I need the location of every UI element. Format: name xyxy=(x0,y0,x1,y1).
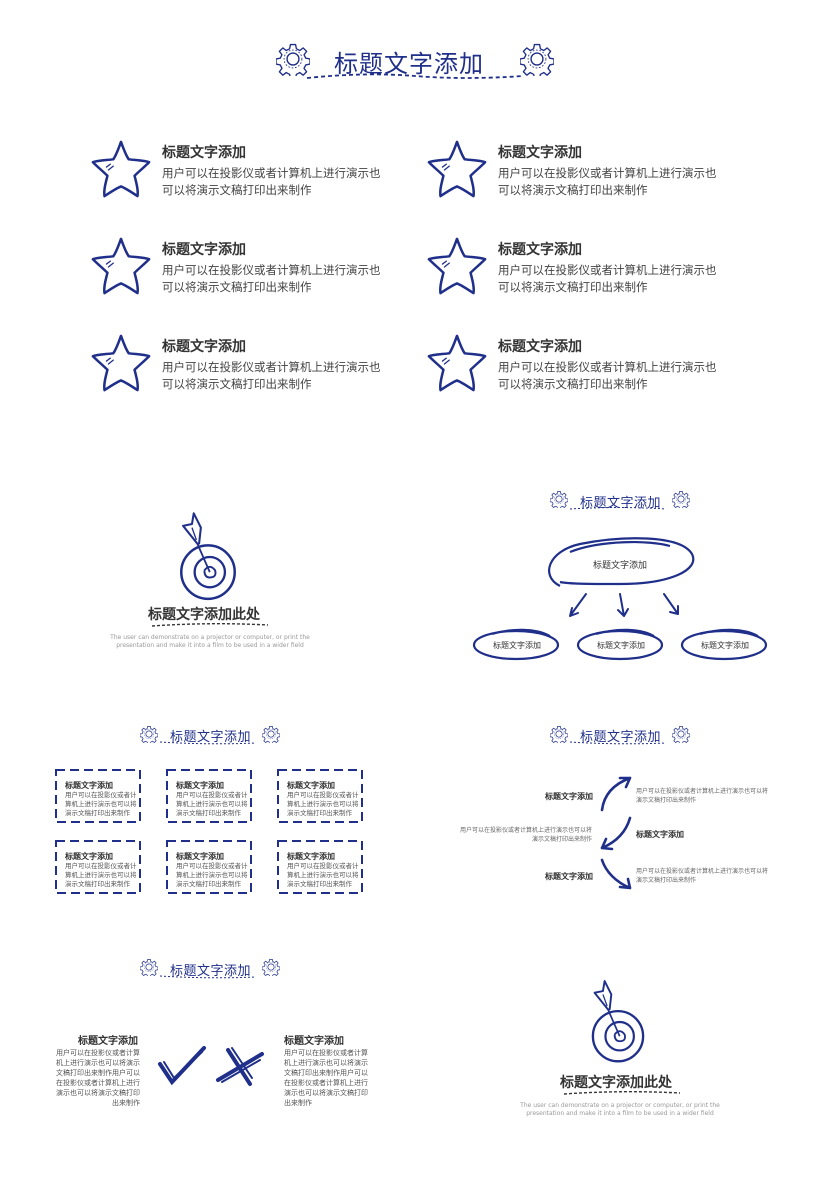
gear-icon xyxy=(520,42,554,76)
star-icon xyxy=(90,332,152,394)
section-title: 标题文字添加 xyxy=(580,496,662,511)
star-icon xyxy=(90,235,152,297)
target-icon xyxy=(172,508,244,606)
text-box: 标题文字添加 用户可以在投影仪或者计算机上进行演示也可以将演示文稿打印出来制作 xyxy=(277,839,363,895)
item-title: 标题文字添加 xyxy=(498,145,582,161)
gear-icon xyxy=(550,725,568,743)
star-icon xyxy=(426,138,488,200)
text-box: 标题文字添加 用户可以在投影仪或者计算机上进行演示也可以将演示文稿打印出来制作 xyxy=(277,768,363,824)
block-caption: The user can demonstrate on a projector … xyxy=(520,1102,720,1117)
check-icon xyxy=(158,1046,206,1086)
row-desc: 用户可以在投影仪或者计算机上进行演示也可以将演示文稿打印出来制作 xyxy=(460,827,593,843)
star-icon xyxy=(426,332,488,394)
row-title: 标题文字添加 xyxy=(545,792,593,801)
left-desc: 用户可以在投影仪或者计算机上进行演示也可以将演示文稿打印出来制作用户可以在投影仪… xyxy=(56,1049,140,1107)
dashed-underline xyxy=(306,73,524,79)
item-desc: 用户可以在投影仪或者计算机上进行演示也 xyxy=(162,166,381,180)
box-title: 标题文字添加 xyxy=(287,781,335,790)
dashed-underline xyxy=(569,507,667,510)
gear-icon xyxy=(550,490,568,508)
box-desc: 用户可以在投影仪或者计算机上进行演示也可以将演示文稿打印出来制作 xyxy=(287,862,359,888)
box-title: 标题文字添加 xyxy=(65,781,113,790)
item-desc: 用户可以在投影仪或者计算机上进行演示也 xyxy=(162,263,381,277)
root-label: 标题文字添加 xyxy=(592,561,647,571)
section-title: 标题文字添加 xyxy=(170,964,252,979)
row-desc: 用户可以在投影仪或者计算机上进行演示也可以将演示文稿打印出来制作 xyxy=(636,788,769,804)
item-desc: 可以将演示文稿打印出来制作 xyxy=(162,280,312,294)
child-label: 标题文字添加 xyxy=(597,641,645,650)
item-title: 标题文字添加 xyxy=(162,145,246,161)
item-desc: 可以将演示文稿打印出来制作 xyxy=(162,377,312,391)
target-icon xyxy=(584,976,652,1068)
gear-icon xyxy=(140,725,158,743)
row-desc: 用户可以在投影仪或者计算机上进行演示也可以将演示文稿打印出来制作 xyxy=(636,868,769,884)
dashed-underline xyxy=(563,1091,681,1095)
block-caption: The user can demonstrate on a projector … xyxy=(110,634,310,649)
gear-icon xyxy=(672,490,690,508)
right-desc: 用户可以在投影仪或者计算机上进行演示也可以将演示文稿打印出来制作用户可以在投影仪… xyxy=(284,1049,368,1107)
star-item: 标题文字添加 用户可以在投影仪或者计算机上进行演示也 可以将演示文稿打印出来制作 xyxy=(90,138,410,208)
item-title: 标题文字添加 xyxy=(498,242,582,258)
item-desc: 用户可以在投影仪或者计算机上进行演示也 xyxy=(162,360,381,374)
box-desc: 用户可以在投影仪或者计算机上进行演示也可以将演示文稿打印出来制作 xyxy=(65,791,137,817)
item-desc: 可以将演示文稿打印出来制作 xyxy=(162,183,312,197)
star-icon xyxy=(426,235,488,297)
star-item: 标题文字添加 用户可以在投影仪或者计算机上进行演示也 可以将演示文稿打印出来制作 xyxy=(426,235,746,305)
dashed-underline xyxy=(159,741,257,745)
dashed-underline xyxy=(569,741,667,745)
left-title: 标题文字添加 xyxy=(78,1036,138,1047)
row-title: 标题文字添加 xyxy=(545,872,593,881)
page-title: 标题文字添加 xyxy=(334,50,484,78)
star-item: 标题文字添加 用户可以在投影仪或者计算机上进行演示也 可以将演示文稿打印出来制作 xyxy=(90,235,410,305)
child-label: 标题文字添加 xyxy=(493,641,541,650)
star-item: 标题文字添加 用户可以在投影仪或者计算机上进行演示也 可以将演示文稿打印出来制作 xyxy=(426,138,746,208)
gear-icon xyxy=(262,725,280,743)
star-icon xyxy=(90,138,152,200)
child-oval xyxy=(680,628,768,661)
item-desc: 用户可以在投影仪或者计算机上进行演示也 xyxy=(498,360,717,374)
item-desc: 用户可以在投影仪或者计算机上进行演示也 xyxy=(498,166,717,180)
box-desc: 用户可以在投影仪或者计算机上进行演示也可以将演示文稿打印出来制作 xyxy=(176,791,248,817)
child-label: 标题文字添加 xyxy=(701,641,749,650)
right-title: 标题文字添加 xyxy=(284,1036,344,1047)
box-desc: 用户可以在投影仪或者计算机上进行演示也可以将演示文稿打印出来制作 xyxy=(65,862,137,888)
box-desc: 用户可以在投影仪或者计算机上进行演示也可以将演示文稿打印出来制作 xyxy=(287,791,359,817)
item-desc: 可以将演示文稿打印出来制作 xyxy=(498,280,648,294)
box-title: 标题文字添加 xyxy=(287,852,335,861)
block-title: 标题文字添加此处 xyxy=(560,1075,672,1091)
star-item: 标题文字添加 用户可以在投影仪或者计算机上进行演示也 可以将演示文稿打印出来制作 xyxy=(426,332,746,402)
gear-icon xyxy=(672,725,690,743)
section-title: 标题文字添加 xyxy=(170,730,252,745)
text-box: 标题文字添加 用户可以在投影仪或者计算机上进行演示也可以将演示文稿打印出来制作 xyxy=(166,839,252,895)
child-oval xyxy=(472,628,560,661)
text-box: 标题文字添加 用户可以在投影仪或者计算机上进行演示也可以将演示文稿打印出来制作 xyxy=(55,839,141,895)
root-oval xyxy=(548,537,695,587)
child-oval xyxy=(576,628,664,661)
row-title: 标题文字添加 xyxy=(636,830,684,839)
box-desc: 用户可以在投影仪或者计算机上进行演示也可以将演示文稿打印出来制作 xyxy=(176,862,248,888)
item-desc: 可以将演示文稿打印出来制作 xyxy=(498,183,648,197)
dashed-underline xyxy=(159,975,257,979)
text-box: 标题文字添加 用户可以在投影仪或者计算机上进行演示也可以将演示文稿打印出来制作 xyxy=(166,768,252,824)
item-title: 标题文字添加 xyxy=(162,242,246,258)
curved-arrows xyxy=(600,776,632,890)
box-title: 标题文字添加 xyxy=(176,852,224,861)
item-title: 标题文字添加 xyxy=(498,339,582,355)
star-item: 标题文字添加 用户可以在投影仪或者计算机上进行演示也 可以将演示文稿打印出来制作 xyxy=(90,332,410,402)
section-title: 标题文字添加 xyxy=(580,730,662,745)
text-box: 标题文字添加 用户可以在投影仪或者计算机上进行演示也可以将演示文稿打印出来制作 xyxy=(55,768,141,824)
gear-icon xyxy=(262,958,280,976)
branch-arrows xyxy=(569,593,679,617)
box-title: 标题文字添加 xyxy=(176,781,224,790)
item-desc: 用户可以在投影仪或者计算机上进行演示也 xyxy=(498,263,717,277)
item-title: 标题文字添加 xyxy=(162,339,246,355)
dashed-underline xyxy=(151,623,269,627)
block-title: 标题文字添加此处 xyxy=(148,607,260,623)
box-title: 标题文字添加 xyxy=(65,852,113,861)
gear-icon xyxy=(140,958,158,976)
cross-icon xyxy=(216,1047,264,1086)
item-desc: 可以将演示文稿打印出来制作 xyxy=(498,377,648,391)
